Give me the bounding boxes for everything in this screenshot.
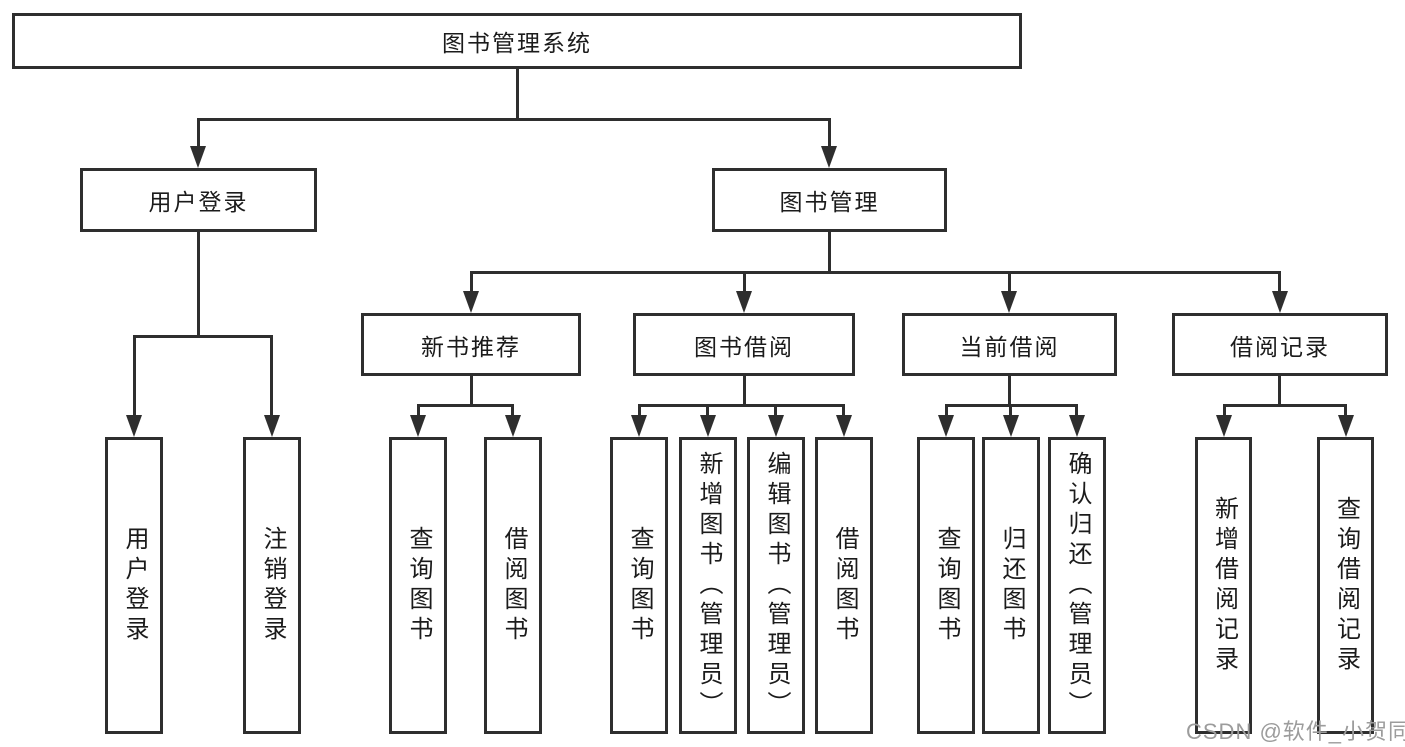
connector-line xyxy=(470,376,473,407)
node-label: 借阅图书 xyxy=(831,525,858,646)
connector-line xyxy=(133,335,136,420)
arrow-down-icon xyxy=(463,291,479,313)
connector-line xyxy=(1278,271,1281,296)
arrow-down-icon xyxy=(1003,415,1019,437)
csdn-watermark: CSDN @软件_小贺同学 xyxy=(1186,719,1405,744)
node-leaf-user-login: 用户登录 xyxy=(105,437,163,734)
arrow-down-icon xyxy=(410,415,426,437)
node-label: 图书管理 xyxy=(779,189,880,215)
arrow-down-icon xyxy=(1001,291,1017,313)
node-label: 用户登录 xyxy=(148,189,249,215)
arrow-down-icon xyxy=(768,415,784,437)
arrow-down-icon xyxy=(631,415,647,437)
node-label: 编辑图书（管理员） xyxy=(763,450,790,721)
node-label: 用户登录 xyxy=(121,525,148,646)
node-label: 新增图书（管理员） xyxy=(695,450,722,721)
arrow-down-icon xyxy=(736,291,752,313)
node-leaf-return-book: 归还图书 xyxy=(982,437,1040,734)
arrow-down-icon xyxy=(190,146,206,168)
node-label: 确认归还（管理员） xyxy=(1064,450,1091,721)
connector-line xyxy=(270,335,273,420)
connector-line xyxy=(1278,376,1281,407)
node-label: 查询图书 xyxy=(405,525,432,646)
connector-line xyxy=(470,271,1281,274)
node-label: 新书推荐 xyxy=(421,333,521,360)
node-leaf-add-borrow-record: 新增借阅记录 xyxy=(1195,437,1252,734)
node-leaf-query-book-recommend: 查询图书 xyxy=(389,437,447,734)
connector-line xyxy=(1344,404,1347,418)
arrow-down-icon xyxy=(1272,291,1288,313)
arrow-down-icon xyxy=(1069,415,1085,437)
node-borrowing-records: 借阅记录 xyxy=(1172,313,1388,376)
connector-line xyxy=(945,404,948,418)
node-label: 查询图书 xyxy=(626,525,653,646)
connector-line xyxy=(1075,404,1078,418)
node-leaf-query-book-borrow: 查询图书 xyxy=(610,437,668,734)
node-leaf-borrow-book-recommend: 借阅图书 xyxy=(484,437,542,734)
arrow-down-icon xyxy=(505,415,521,437)
node-label: 查询图书 xyxy=(933,525,960,646)
connector-line xyxy=(638,404,641,418)
node-label: 当前借阅 xyxy=(959,333,1060,360)
arrow-down-icon xyxy=(126,415,142,437)
node-label: 查询借阅记录 xyxy=(1332,495,1360,676)
node-user-login: 用户登录 xyxy=(80,168,317,232)
connector-line xyxy=(1008,271,1011,296)
connector-line xyxy=(1008,376,1011,407)
node-label: 归还图书 xyxy=(998,525,1025,646)
node-new-book-recommend: 新书推荐 xyxy=(361,313,581,376)
node-label: 新增借阅记录 xyxy=(1210,495,1238,676)
node-library-management-system: 图书管理系统 xyxy=(12,13,1022,69)
node-label: 图书借阅 xyxy=(694,333,794,360)
connector-line xyxy=(197,118,831,121)
node-label: 注销登录 xyxy=(259,525,286,646)
arrow-down-icon xyxy=(700,415,716,437)
node-leaf-borrow-book: 借阅图书 xyxy=(815,437,873,734)
connector-line xyxy=(197,232,200,337)
node-leaf-logout: 注销登录 xyxy=(243,437,301,734)
connector-line xyxy=(842,404,845,418)
connector-line xyxy=(1009,404,1012,418)
connector-line xyxy=(197,118,200,148)
connector-line xyxy=(516,69,519,120)
connector-line xyxy=(1223,404,1347,407)
arrow-down-icon xyxy=(264,415,280,437)
node-leaf-query-borrow-record: 查询借阅记录 xyxy=(1317,437,1374,734)
arrow-down-icon xyxy=(821,146,837,168)
connector-line xyxy=(638,404,845,407)
node-leaf-confirm-return-admin: 确认归还（管理员） xyxy=(1048,437,1106,734)
connector-line xyxy=(1223,404,1226,418)
connector-line xyxy=(743,376,746,407)
arrow-down-icon xyxy=(1338,415,1354,437)
arrow-down-icon xyxy=(1216,415,1232,437)
node-label: 借阅记录 xyxy=(1230,333,1330,360)
node-leaf-add-book-admin: 新增图书（管理员） xyxy=(679,437,737,734)
connector-line xyxy=(417,404,514,407)
arrow-down-icon xyxy=(938,415,954,437)
connector-line xyxy=(828,232,831,273)
node-book-borrowing: 图书借阅 xyxy=(633,313,855,376)
connector-line xyxy=(470,271,473,296)
node-current-borrowing: 当前借阅 xyxy=(902,313,1117,376)
node-leaf-edit-book-admin: 编辑图书（管理员） xyxy=(747,437,805,734)
connector-line xyxy=(511,404,514,418)
connector-line xyxy=(743,271,746,296)
arrow-down-icon xyxy=(836,415,852,437)
node-leaf-query-book-current: 查询图书 xyxy=(917,437,975,734)
connector-line xyxy=(774,404,777,418)
node-book-management: 图书管理 xyxy=(712,168,947,232)
node-label: 图书管理系统 xyxy=(442,30,592,56)
connector-line xyxy=(417,404,420,418)
connector-line xyxy=(828,118,831,148)
connector-line xyxy=(706,404,709,418)
node-label: 借阅图书 xyxy=(500,525,527,646)
connector-line xyxy=(133,335,273,338)
